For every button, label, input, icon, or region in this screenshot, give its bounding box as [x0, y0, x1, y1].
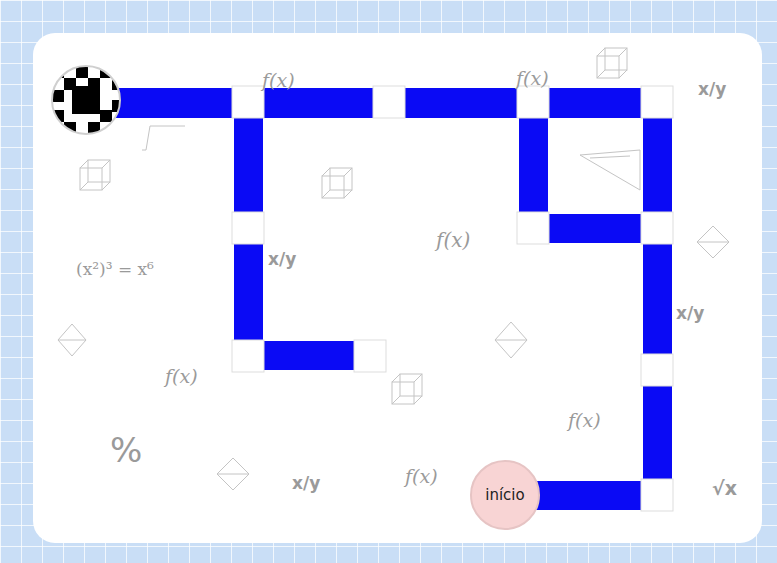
watermark-symbol: √x — [712, 478, 737, 499]
watermark-symbol: x/y — [676, 304, 704, 323]
start-label: início — [485, 486, 524, 504]
watermark-symbol: x/y — [268, 250, 296, 269]
watermark-symbol: (x²)³ = x⁶ — [76, 260, 154, 279]
watermark-symbol: f(x) — [405, 466, 438, 487]
watermark-symbol: % — [110, 432, 142, 469]
start-circle: início — [470, 460, 540, 530]
watermark-symbol: f(x) — [516, 68, 549, 89]
watermark-symbol: f(x) — [262, 70, 295, 91]
watermark-symbol: f(x) — [165, 366, 198, 387]
watermark-symbol: x/y — [698, 80, 726, 99]
watermark-symbol: f(x) — [568, 410, 601, 431]
watermark-symbol: f(x) — [436, 229, 470, 251]
watermark-symbol: x/y — [292, 474, 320, 493]
